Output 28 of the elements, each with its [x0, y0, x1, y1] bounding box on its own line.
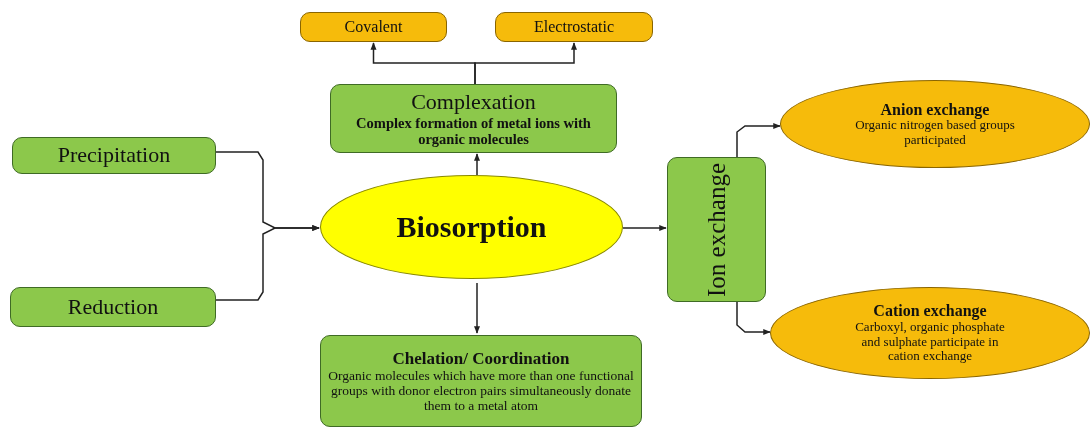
- arrow: [215, 225, 320, 301]
- node-title: Complexation: [411, 89, 536, 115]
- mechanism-box: [495, 12, 653, 42]
- arrow: [474, 282, 480, 334]
- node-title: Cation exchange: [873, 302, 987, 321]
- node-title: Precipitation: [57, 143, 171, 168]
- process-box: [320, 335, 642, 427]
- process-box: [330, 84, 617, 153]
- node-title: Biosorption: [396, 210, 547, 244]
- arrow: [736, 123, 781, 158]
- process-box: [12, 137, 216, 174]
- mechanism-box: [300, 12, 447, 42]
- node-description: Carboxyl, organic phosphate and sulphate participate in cation exchange: [854, 320, 1006, 364]
- node-title: Covalent: [344, 18, 403, 36]
- arrow: [474, 42, 577, 85]
- arrow: [736, 301, 771, 335]
- node-title: Reduction: [67, 294, 159, 320]
- process-box: [667, 157, 766, 302]
- process-box: [10, 287, 216, 327]
- arrow: [622, 225, 667, 231]
- node-description: Organic molecules which have more than one functional groups with donor electron pairs simultaneously donate them to a metal atom: [327, 367, 635, 414]
- node-title: Anion exchange: [880, 100, 990, 119]
- node-title: Chelation/ Coordination: [392, 348, 570, 368]
- node-title: Ion exchange: [702, 162, 731, 297]
- arrow: [474, 153, 480, 176]
- node-title: Electrostatic: [534, 18, 614, 36]
- node-description: Complex formation of metal ions with organic molecules: [355, 114, 592, 148]
- node-description: Organic nitrogen based groups participated: [854, 118, 1016, 148]
